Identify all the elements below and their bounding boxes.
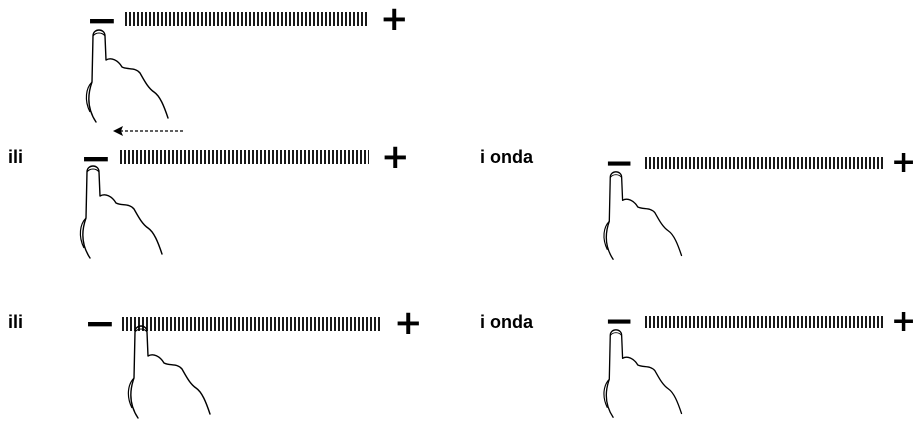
slider-bar[interactable] [125,12,368,26]
plus-button[interactable]: + [381,137,410,177]
plus-button[interactable]: + [394,303,423,343]
slider-bar[interactable] [645,157,883,169]
plus-button[interactable]: + [891,304,915,339]
arrow-left-icon [113,126,184,136]
label-then-2: i onda [480,312,533,332]
plus-button[interactable]: + [380,0,409,39]
label-or-2: ili [8,312,24,332]
pointing-hand-icon [127,325,211,419]
slider-bar[interactable] [645,316,883,328]
label-or-1: ili [8,147,24,167]
slider-bar[interactable] [122,317,381,331]
label-then-1: i onda [480,147,533,167]
minus-button[interactable]: − [86,0,118,42]
pointing-hand-icon [79,165,163,259]
pointing-hand-icon [603,329,683,418]
minus-button[interactable]: − [84,301,116,345]
pointing-hand-icon [85,29,169,123]
minus-button[interactable]: − [80,136,112,180]
slider-bar[interactable] [120,150,369,164]
plus-button[interactable]: + [891,145,915,180]
pointing-hand-icon [603,171,683,260]
